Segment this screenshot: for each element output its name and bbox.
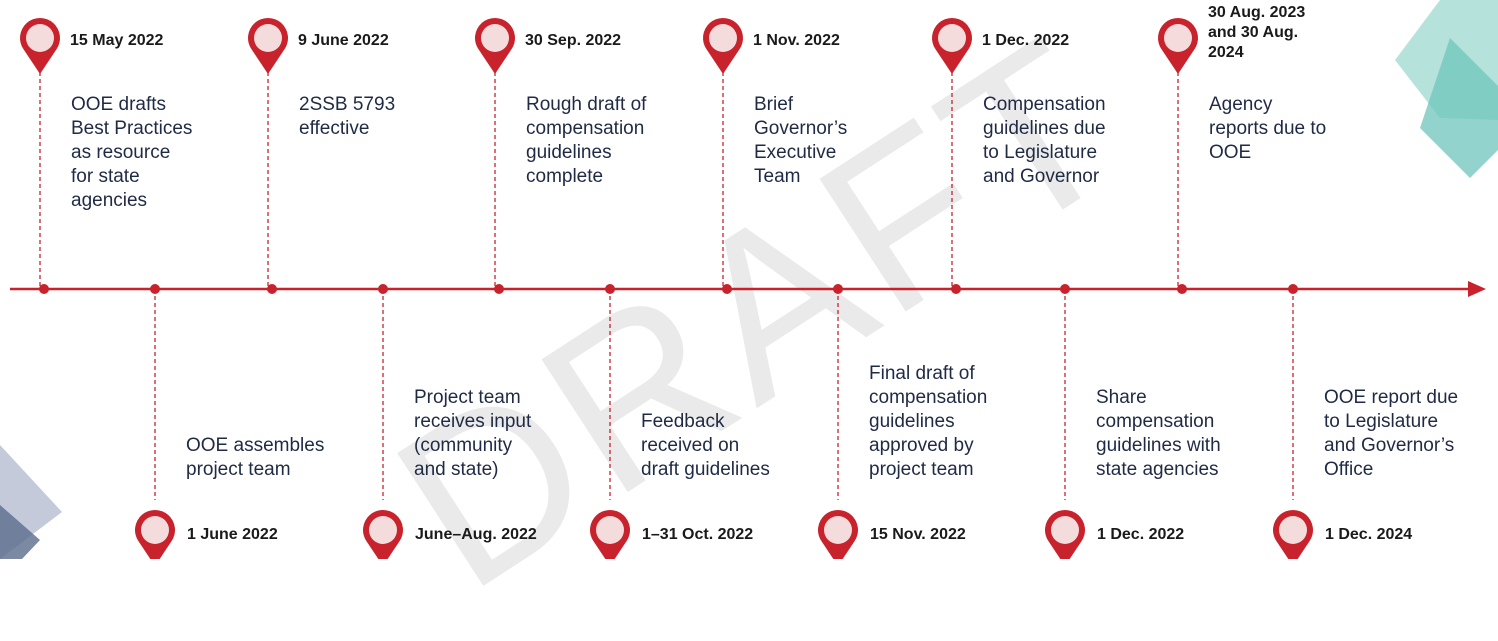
timeline-arrowhead: [1468, 281, 1486, 297]
top-event-5-date: 1 Dec. 2022: [982, 32, 1070, 49]
bottom-event-1-pin-center: [141, 516, 169, 544]
bottom-event-6-description: OOE report due to Legislature and Govern…: [1324, 387, 1459, 480]
bottom-event-3-axis-dot: [605, 284, 615, 294]
top-event-6-date: 30 Aug. 2023 and 30 Aug. 2024: [1208, 4, 1306, 61]
top-event-2-axis-dot: [267, 284, 277, 294]
top-event-5-axis-dot: [951, 284, 961, 294]
top-event-3-date: 30 Sep. 2022: [525, 32, 622, 49]
top-event-2-description: 2SSB 5793 effective: [299, 94, 396, 139]
top-event-1-pin-center: [26, 24, 54, 52]
bottom-event-6-date: 1 Dec. 2024: [1325, 526, 1413, 543]
top-event-6-axis-dot: [1177, 284, 1187, 294]
top-event-5-description: Compensation guidelines due to Legislatu…: [983, 94, 1106, 187]
bottom-event-4-pin-center: [824, 516, 852, 544]
bottom-event-3-description: Feedback received on draft guidelines: [641, 411, 770, 480]
bottom-event-3-date: 1–31 Oct. 2022: [642, 526, 754, 543]
top-event-4-axis-dot: [722, 284, 732, 294]
top-event-2-date: 9 June 2022: [298, 32, 389, 49]
top-event-1-date: 15 May 2022: [70, 32, 164, 49]
top-event-4-date: 1 Nov. 2022: [753, 32, 840, 49]
bottom-event-5-description: Share compensation guidelines with state…: [1096, 387, 1221, 480]
bottom-event-4-axis-dot: [833, 284, 843, 294]
top-event-3-axis-dot: [494, 284, 504, 294]
top-event-1-axis-dot: [39, 284, 49, 294]
top-event-4-description: Brief Governor’s Executive Team: [754, 94, 848, 187]
top-event-4-pin-center: [709, 24, 737, 52]
bottom-event-4-description: Final draft of compensation guidelines a…: [869, 363, 988, 480]
bottom-event-5-date: 1 Dec. 2022: [1097, 526, 1185, 543]
top-event-2-pin-center: [254, 24, 282, 52]
top-event-1-description: OOE drafts Best Practices as resource fo…: [71, 94, 193, 211]
bottom-event-6-axis-dot: [1288, 284, 1298, 294]
bottom-event-1-date: 1 June 2022: [187, 526, 278, 543]
bottom-event-5-axis-dot: [1060, 284, 1070, 294]
bottom-event-4-date: 15 Nov. 2022: [870, 526, 966, 543]
top-event-3-pin-center: [481, 24, 509, 52]
bottom-event-5-pin-center: [1051, 516, 1079, 544]
bottom-event-6-pin-center: [1279, 516, 1307, 544]
bottom-event-2-pin-center: [369, 516, 397, 544]
teal-diamond-dark: [1420, 38, 1498, 178]
timeline-axis: [10, 281, 1486, 297]
bottom-event-2-description: Project team receives input (community a…: [414, 387, 532, 480]
bottom-event-3-pin-center: [596, 516, 624, 544]
top-event-6-pin-center: [1164, 24, 1192, 52]
top-event-3-description: Rough draft of compensation guidelines c…: [526, 94, 647, 187]
timeline-marks: [20, 17, 1313, 559]
slate-diamond-dark: [0, 505, 40, 559]
top-event-6-description: Agency reports due to OOE: [1209, 94, 1327, 163]
bottom-event-1-axis-dot: [150, 284, 160, 294]
top-event-5-pin-center: [938, 24, 966, 52]
bottom-event-2-date: June–Aug. 2022: [415, 526, 537, 543]
decorative-shapes: [0, 0, 1498, 559]
bottom-event-2-axis-dot: [378, 284, 388, 294]
bottom-event-1-description: OOE assembles project team: [186, 435, 325, 480]
